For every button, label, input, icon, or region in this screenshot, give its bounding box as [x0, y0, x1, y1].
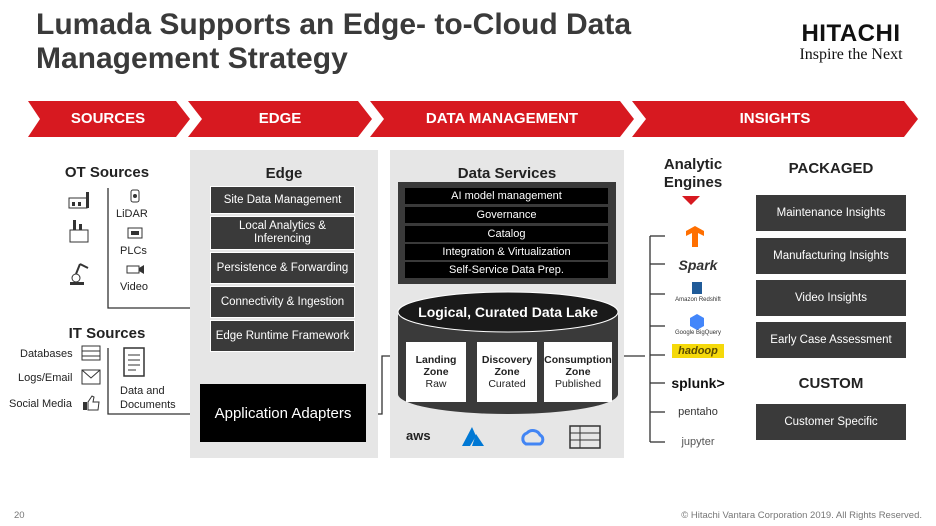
stage-data-management: DATA MANAGEMENT: [425, 110, 579, 127]
robot-arm-icon: [70, 263, 89, 285]
banner-chevrons: [28, 101, 918, 137]
title-line-1: Lumada Supports an Edge- to-Cloud Data: [36, 8, 632, 41]
stage-edge: EDGE: [258, 110, 302, 127]
database-icon: [81, 345, 101, 361]
edge-box-local-analytics: Local Analytics & Inferencing: [210, 216, 355, 250]
insight-video: Video Insights: [756, 280, 906, 316]
title-line-2: Management Strategy: [36, 42, 348, 75]
chevron-edge: [188, 101, 372, 137]
data-services-title: Data Services: [457, 165, 557, 182]
zone-consumption-sub: Published: [554, 378, 602, 390]
logo-main: HITACHI: [801, 20, 901, 47]
insight-maintenance: Maintenance Insights: [756, 195, 906, 231]
it-sources-title: IT Sources: [68, 325, 146, 342]
splunk-logo: splunk>: [671, 375, 725, 391]
ds-self-service: Self-Service Data Prep.: [405, 262, 608, 278]
custom-title: CUSTOM: [798, 375, 864, 392]
ds-ai-model: AI model management: [405, 188, 608, 204]
it-icons: [81, 345, 101, 411]
camera-icon: [126, 265, 144, 274]
zone-discovery-sub: Curated: [488, 378, 526, 390]
hitachi-logo: HITACHI Inspire the Next: [786, 22, 916, 64]
ot-item-plcs: PLCs: [120, 245, 147, 257]
aws-icon: aws: [406, 428, 431, 443]
insight-early-case: Early Case Assessment: [756, 322, 906, 358]
ot-device-icons: [126, 189, 144, 274]
google-cloud-icon: [521, 429, 545, 446]
page-number: 20: [14, 510, 25, 521]
chevron-sources: [28, 101, 190, 137]
thumbs-up-icon: [83, 395, 100, 411]
data-lake-title: Logical, Curated Data Lake: [418, 304, 598, 320]
ot-item-lidar: LiDAR: [116, 208, 148, 220]
it-item-social-media: Social Media: [9, 398, 72, 410]
document-icon: [123, 347, 145, 377]
chevron-insights: [632, 101, 918, 137]
zone-discovery-name: Discovery Zone: [481, 354, 533, 378]
stage-insights: INSIGHTS: [739, 110, 811, 127]
application-adapters: Application Adapters: [200, 384, 366, 442]
ot-item-video: Video: [120, 281, 148, 293]
redshift-icon: [692, 282, 702, 294]
plant-icon: [69, 220, 89, 243]
zone-landing-name: Landing Zone: [415, 354, 457, 378]
tensorflow-icon: [686, 226, 704, 247]
insight-manufacturing: Manufacturing Insights: [756, 238, 906, 274]
zone-consumption-name: Consumption Zone: [544, 354, 612, 378]
chevron-data-management: [370, 101, 634, 137]
hadoop-logo: hadoop: [672, 344, 724, 358]
packaged-title: PACKAGED: [788, 160, 874, 177]
stage-banner: SOURCES EDGE DATA MANAGEMENT INSIGHTS: [28, 101, 918, 137]
email-icon: [81, 369, 101, 385]
ds-integration: Integration & Virtualization: [405, 244, 608, 260]
engines-title-line2: Engines: [663, 174, 723, 191]
ds-governance: Governance: [405, 207, 608, 223]
logo-tagline: Inspire the Next: [799, 46, 903, 63]
ot-sources-title: OT Sources: [64, 164, 150, 181]
factory-icon: [68, 192, 89, 209]
edge-box-persistence: Persistence & Forwarding: [210, 252, 355, 284]
bigquery-logo: Google BigQuery: [674, 330, 722, 336]
it-item-databases: Databases: [20, 348, 73, 360]
redshift-logo: Amazon Redshift: [675, 297, 721, 303]
analytic-engines-title: Analytic Engines: [650, 156, 736, 192]
lidar-icon: [130, 189, 140, 203]
pentaho-logo: pentaho: [678, 406, 718, 418]
edge-box-site-data: Site Data Management: [210, 186, 355, 214]
stage-sources: SOURCES: [70, 110, 146, 127]
copyright: © Hitachi Vantara Corporation 2019. All …: [681, 510, 922, 521]
plc-icon: [127, 227, 143, 239]
datacenter-icon: [569, 425, 601, 449]
engines-title-line1: Analytic: [663, 156, 723, 173]
page-title: Lumada Supports an Edge- to-Cloud Data M…: [36, 8, 736, 76]
it-item-logs-email: Logs/Email: [18, 372, 73, 384]
edge-box-connectivity: Connectivity & Ingestion: [210, 286, 355, 318]
azure-icon: [462, 427, 484, 446]
ot-icons: [68, 192, 89, 285]
edge-title: Edge: [265, 165, 303, 182]
bigquery-icon: [690, 314, 704, 330]
zone-landing-sub: Raw: [425, 378, 447, 390]
edge-box-runtime: Edge Runtime Framework: [210, 320, 355, 352]
jupyter-logo: jupyter: [681, 436, 715, 448]
engines-arrow-icon: [682, 196, 700, 205]
data-and-documents: Data and Documents: [120, 385, 176, 411]
insight-customer-specific: Customer Specific: [756, 404, 906, 440]
ds-catalog: Catalog: [405, 226, 608, 242]
spark-logo: Spark: [678, 257, 718, 273]
